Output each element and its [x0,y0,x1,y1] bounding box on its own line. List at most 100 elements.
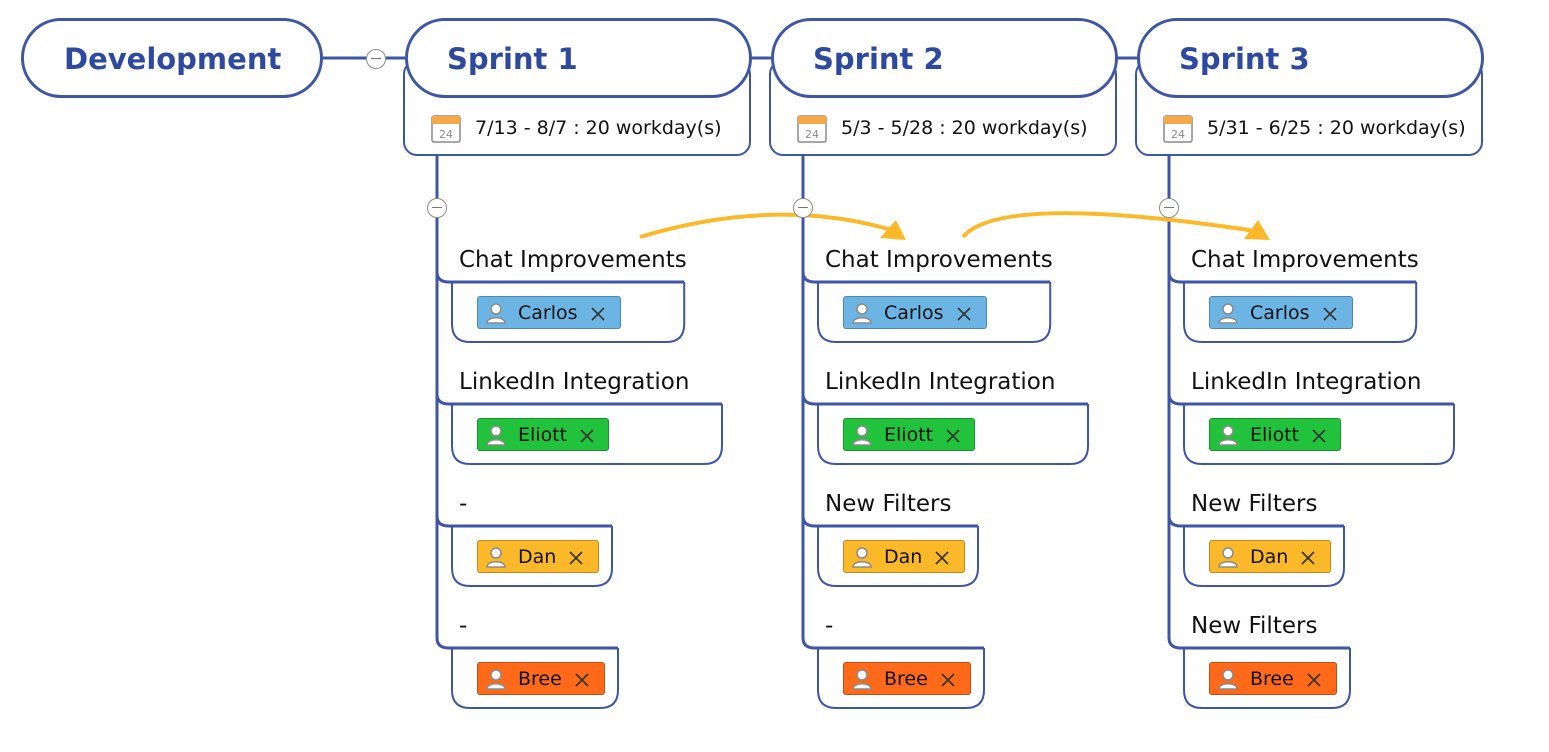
sprint-2-task-4-label[interactable]: - [825,613,834,639]
sprint-3-task-3-branch [1167,450,1344,528]
sprint-1-task-3-box [451,526,613,587]
assignee-name: Dan [518,545,557,568]
person-icon [1216,423,1240,447]
sprint-2-task-3-label[interactable]: New Filters [825,491,952,517]
progress-arrow-2 [961,211,1263,239]
person-icon [850,667,874,691]
sprint-3-collapse-icon[interactable] [1159,198,1179,218]
calendar-icon: 24 [797,113,827,143]
person-icon [850,423,874,447]
sprint-1-task-1-label[interactable]: Chat Improvements [459,247,687,273]
sprint-1-title: Sprint 1 [447,42,578,76]
sprint-1-task-1-box [451,282,686,343]
sprint-3-task-3-assignee-tag[interactable]: Dan [1209,540,1331,573]
sprint-3-task-2-label[interactable]: LinkedIn Integration [1191,369,1422,395]
sprint-2-task-1-branch [801,206,1051,284]
svg-text:24: 24 [439,128,453,141]
person-icon [484,667,508,691]
remove-assignee-icon[interactable] [1322,305,1338,321]
sprint-1-dates: 7/13 - 8/7 : 20 workday(s) [475,117,722,139]
person-icon [484,301,508,325]
assignee-name: Bree [1250,667,1294,690]
sprint-3-task-2-assignee-tag[interactable]: Eliott [1209,418,1341,451]
sprint-3-title-node[interactable] [1137,18,1484,98]
sprint-2-task-4-box [817,648,985,709]
sprint-3-task-4-box [1183,648,1351,709]
sprint-3-task-1-box [1183,282,1418,343]
remove-assignee-icon[interactable] [956,305,972,321]
remove-assignee-icon[interactable] [1311,427,1327,443]
person-icon [484,423,508,447]
sprint-1-task-4-label[interactable]: - [459,613,468,639]
progress-arrow-2-head [1244,220,1270,240]
person-icon [1216,301,1240,325]
sprint-2-task-2-assignee-tag[interactable]: Eliott [843,418,975,451]
sprint-1-task-2-assignee-tag[interactable]: Eliott [477,418,609,451]
sprint-2-title: Sprint 2 [813,42,944,76]
sprint-2-task-2-box [817,404,1089,465]
sprint-3-task-4-label[interactable]: New Filters [1191,613,1318,639]
assignee-name: Bree [884,667,928,690]
assignee-name: Eliott [518,423,568,446]
assignee-name: Eliott [884,423,934,446]
sprint-2-task-1-assignee-tag[interactable]: Carlos [843,296,987,329]
sprint-3-task-1-assignee-tag[interactable]: Carlos [1209,296,1353,329]
assignee-name: Dan [884,545,923,568]
remove-assignee-icon[interactable] [945,427,961,443]
sprint-2-task-1-box [817,282,1052,343]
remove-assignee-icon[interactable] [590,305,606,321]
calendar-icon: 24 [1163,113,1193,143]
collapse-root-icon[interactable] [366,49,386,69]
person-icon [850,545,874,569]
sprint-3-title: Sprint 3 [1179,42,1310,76]
sprint-3-task-1-label[interactable]: Chat Improvements [1191,247,1419,273]
remove-assignee-icon[interactable] [940,671,956,687]
sprint-2-dates: 5/3 - 5/28 : 20 workday(s) [841,117,1088,139]
root-node-development[interactable] [21,18,323,98]
sprint-1-task-1-assignee-tag[interactable]: Carlos [477,296,621,329]
sprint-2-title-node[interactable] [771,18,1118,98]
sprint-1-task-2-branch [435,328,722,406]
sprint-3-task-2-box [1183,404,1455,465]
assignee-name: Carlos [884,301,944,324]
sprint-3-task-4-assignee-tag[interactable]: Bree [1209,662,1337,695]
sprint-1-task-2-box [451,404,723,465]
sprint-1-task-4-branch [435,572,618,650]
progress-arrow-1-head [880,220,906,240]
sprint-1-task-3-label[interactable]: - [459,491,468,517]
sprint-1-task-2-label[interactable]: LinkedIn Integration [459,369,690,395]
svg-text:24: 24 [805,128,819,141]
assignee-name: Bree [518,667,562,690]
sprint-3-task-2-branch [1167,328,1454,406]
remove-assignee-icon[interactable] [574,671,590,687]
sprint-3-task-3-label[interactable]: New Filters [1191,491,1318,517]
sprint-1-title-node[interactable] [405,18,752,98]
sprint-3-task-3-box [1183,526,1345,587]
remove-assignee-icon[interactable] [568,549,584,565]
sprint-2-task-3-box [817,526,979,587]
sprint-1-task-3-assignee-tag[interactable]: Dan [477,540,599,573]
sprint-2-task-4-assignee-tag[interactable]: Bree [843,662,971,695]
person-icon [1216,545,1240,569]
person-icon [850,301,874,325]
sprint-1-task-4-assignee-tag[interactable]: Bree [477,662,605,695]
remove-assignee-icon[interactable] [934,549,950,565]
sprint-1-collapse-icon[interactable] [427,198,447,218]
sprint-2-task-3-assignee-tag[interactable]: Dan [843,540,965,573]
assignee-name: Carlos [1250,301,1310,324]
sprint-2-task-2-label[interactable]: LinkedIn Integration [825,369,1056,395]
root-node-label: Development [64,42,282,76]
calendar-icon: 24 [431,113,461,143]
sprint-3-task-1-branch [1167,206,1417,284]
sprint-1-task-1-branch [435,206,685,284]
remove-assignee-icon[interactable] [1300,549,1316,565]
remove-assignee-icon[interactable] [579,427,595,443]
sprint-3-task-4-branch [1167,572,1350,650]
remove-assignee-icon[interactable] [1306,671,1322,687]
sprint-2-collapse-icon[interactable] [793,198,813,218]
sprint-2-task-3-branch [801,450,978,528]
sprint-3-dates: 5/31 - 6/25 : 20 workday(s) [1207,117,1466,139]
sprint-task-wires [435,156,1455,709]
sprint-2-task-1-label[interactable]: Chat Improvements [825,247,1053,273]
